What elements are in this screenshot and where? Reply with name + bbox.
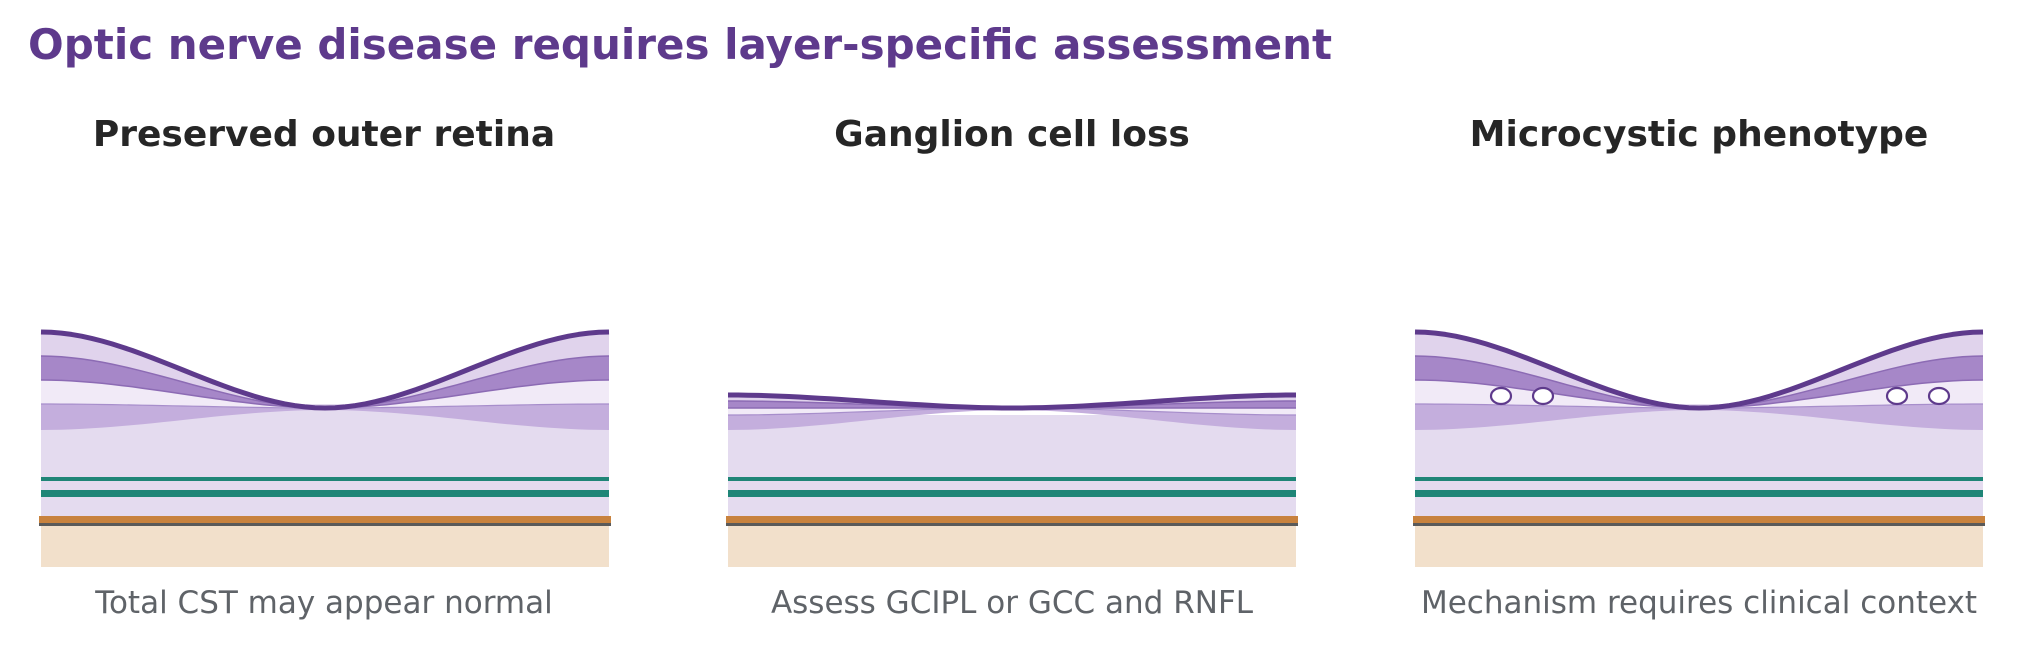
inl-layer bbox=[1415, 404, 1983, 430]
rpe-layer bbox=[726, 516, 1298, 523]
choroid-layer bbox=[728, 525, 1296, 567]
ilm-line bbox=[1414, 329, 1984, 411]
bruch-membrane-line bbox=[39, 523, 611, 526]
panel-caption-ganglion-cell-loss: Assess GCIPL or GCC and RNFL bbox=[770, 585, 1254, 621]
gcl-layer bbox=[728, 401, 1296, 408]
panel-heading-ganglion-cell-loss: Ganglion cell loss bbox=[834, 114, 1190, 155]
panel-heading-microcystic-phenotype: Microcystic phenotype bbox=[1469, 114, 1929, 155]
ipl-layer bbox=[728, 408, 1296, 415]
ellipsoid-zone-line bbox=[728, 490, 1296, 497]
elm-line bbox=[41, 477, 609, 481]
microcyst-1 bbox=[1489, 386, 1513, 406]
ilm-line bbox=[728, 392, 1296, 411]
ilm-line bbox=[40, 329, 610, 411]
choroid-layer bbox=[1415, 525, 1983, 567]
inl-layer bbox=[41, 404, 609, 430]
panel-caption-microcystic-phenotype: Mechanism requires clinical context bbox=[1420, 585, 1978, 621]
rnfl-layer bbox=[1415, 332, 1983, 408]
panel-heading-preserved-outer-retina: Preserved outer retina bbox=[92, 114, 556, 155]
ellipsoid-zone-line bbox=[41, 490, 609, 497]
retina-schematic-1 bbox=[39, 329, 611, 567]
gcl-layer bbox=[41, 356, 609, 408]
gcl-layer bbox=[1415, 356, 1983, 408]
bruch-membrane-line bbox=[1413, 523, 1985, 526]
ipl-layer bbox=[41, 380, 609, 408]
inl-layer bbox=[728, 408, 1296, 430]
microcyst-2 bbox=[1531, 386, 1555, 406]
retina-schematic-2 bbox=[726, 392, 1298, 567]
panel-caption-preserved-outer-retina: Total CST may appear normal bbox=[95, 585, 553, 621]
bruch-membrane-line bbox=[726, 523, 1298, 526]
figure-title: Optic nerve disease requires layer-speci… bbox=[28, 20, 1333, 69]
outer-retina-layer bbox=[728, 415, 1296, 518]
rpe-layer bbox=[39, 516, 611, 523]
rpe-layer bbox=[1413, 516, 1985, 523]
microcyst-3 bbox=[1927, 386, 1951, 406]
rnfl-layer bbox=[41, 332, 609, 408]
ipl-layer bbox=[1415, 380, 1983, 408]
retina-schematic-3 bbox=[1413, 329, 1985, 567]
ellipsoid-zone-line bbox=[1415, 490, 1983, 497]
microcyst-4 bbox=[1885, 386, 1909, 406]
choroid-layer bbox=[41, 525, 609, 567]
elm-line bbox=[728, 477, 1296, 481]
elm-line bbox=[1415, 477, 1983, 481]
